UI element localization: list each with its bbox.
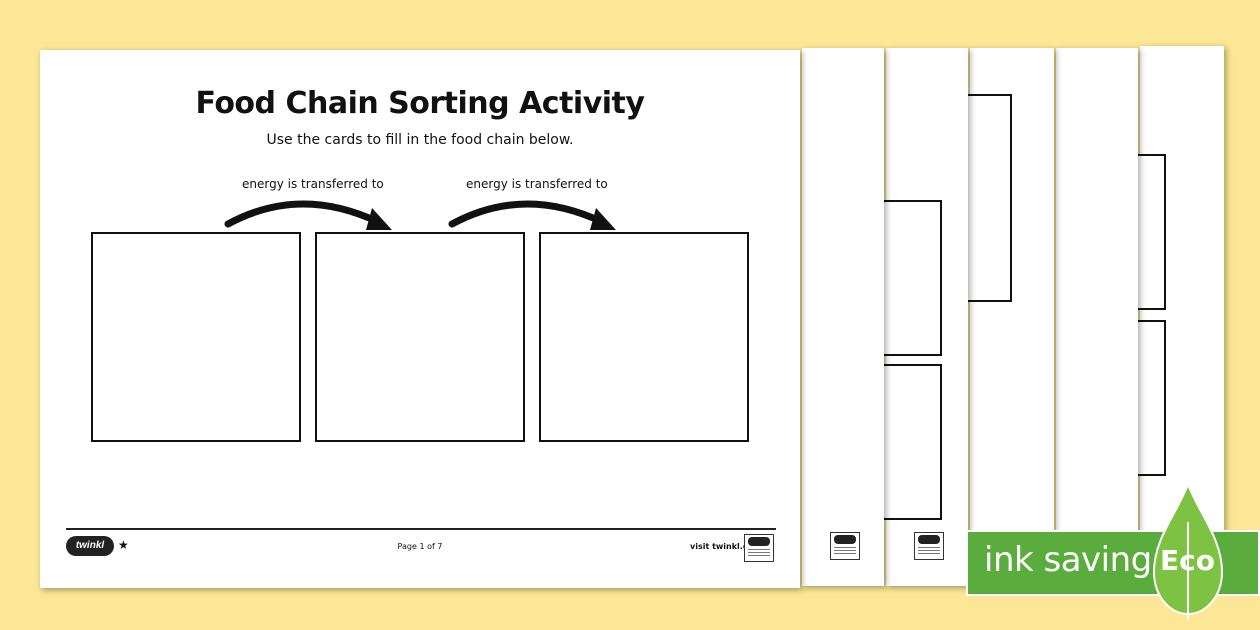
eco-label: Eco: [1160, 544, 1215, 577]
back-page-4: [882, 48, 968, 586]
star-icon: ★: [118, 538, 129, 552]
quality-badge-icon: [744, 534, 774, 562]
page-number: Page 1 of 7: [397, 542, 443, 551]
back-page-7: [1136, 46, 1224, 584]
card-outline: [882, 200, 942, 356]
quality-badge-icon: [830, 532, 860, 560]
visit-link[interactable]: visit twinkl.com: [690, 542, 762, 551]
leaf-icon: [1152, 482, 1224, 620]
card-outline: [1136, 154, 1166, 310]
quality-badge-icon: [914, 532, 944, 560]
arrow-label-1: energy is transferred to: [242, 177, 384, 191]
back-page-3: [802, 48, 884, 586]
worksheet-title: Food Chain Sorting Activity: [195, 86, 645, 121]
arrow-2-icon: [448, 200, 616, 230]
ink-saving-label: ink saving: [984, 540, 1152, 580]
food-chain-box-1[interactable]: [91, 232, 301, 442]
back-page-6: [1056, 48, 1138, 586]
arrow-1-icon: [224, 200, 392, 230]
arrow-label-2: energy is transferred to: [466, 177, 608, 191]
twinkl-logo: twinkl: [66, 536, 114, 556]
footer-divider: [66, 528, 776, 530]
food-chain-box-3[interactable]: [539, 232, 749, 442]
food-chain-box-2[interactable]: [315, 232, 525, 442]
worksheet-subtitle: Use the cards to fill in the food chain …: [266, 132, 574, 148]
